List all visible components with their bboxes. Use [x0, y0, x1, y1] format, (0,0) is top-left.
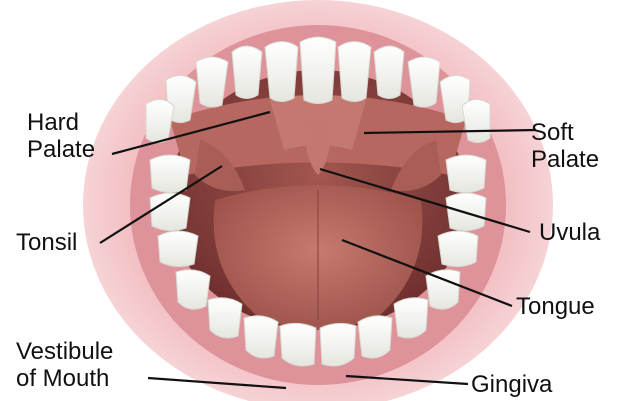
label-tongue: Tongue	[516, 293, 595, 320]
label-uvula: Uvula	[539, 219, 600, 246]
label-tonsil: Tonsil	[16, 229, 77, 256]
label-vestibule: Vestibule of Mouth	[16, 338, 113, 392]
label-gingiva: Gingiva	[471, 371, 552, 398]
label-soft-palate: Soft Palate	[531, 119, 599, 173]
label-hard-palate: Hard Palate	[27, 109, 95, 163]
